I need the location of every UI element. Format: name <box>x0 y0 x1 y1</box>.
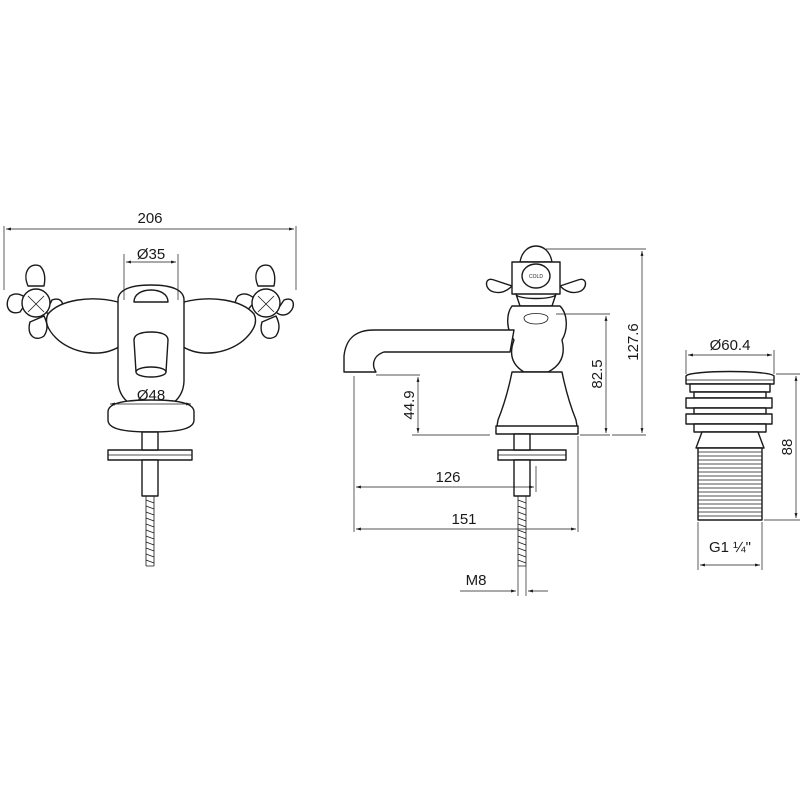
dim-body-diameter: Ø35 <box>137 246 165 263</box>
side-pedestal <box>495 371 579 433</box>
dim-overall-height: 127.6 <box>625 323 642 361</box>
side-body <box>507 305 567 373</box>
waste-view: Ø60.4 88 G1 ¼" <box>685 337 800 570</box>
dim-overall-width: 206 <box>137 210 162 227</box>
dim-overall-depth: 151 <box>451 511 476 528</box>
side-spout <box>343 329 515 373</box>
dim-spout-reach: 126 <box>435 469 460 486</box>
handle-index-label: COLD <box>529 274 543 280</box>
dim-thread-size: M8 <box>466 572 487 589</box>
left-arm <box>45 298 123 354</box>
waste-cap <box>685 370 775 385</box>
left-cross-handle <box>6 264 64 340</box>
front-view: 206 Ø35 Ø48 <box>3 210 297 567</box>
right-arm <box>179 298 257 354</box>
dim-body-height: 82.5 <box>589 359 606 388</box>
dim-waste-thread: G1 ¼" <box>709 539 751 556</box>
right-cross-handle <box>234 264 295 340</box>
waste-flange <box>689 383 771 393</box>
base <box>107 399 195 433</box>
side-view: COLD 44.9 82.5 127.6 <box>343 245 646 596</box>
side-cross-handle: COLD <box>485 245 587 307</box>
fixing-shank <box>141 431 159 451</box>
dim-cap-diameter: Ø60.4 <box>710 337 751 354</box>
dim-spout-height: 44.9 <box>401 390 418 419</box>
dim-base-diameter: Ø48 <box>137 387 165 404</box>
dim-waste-height: 88 <box>779 439 796 456</box>
